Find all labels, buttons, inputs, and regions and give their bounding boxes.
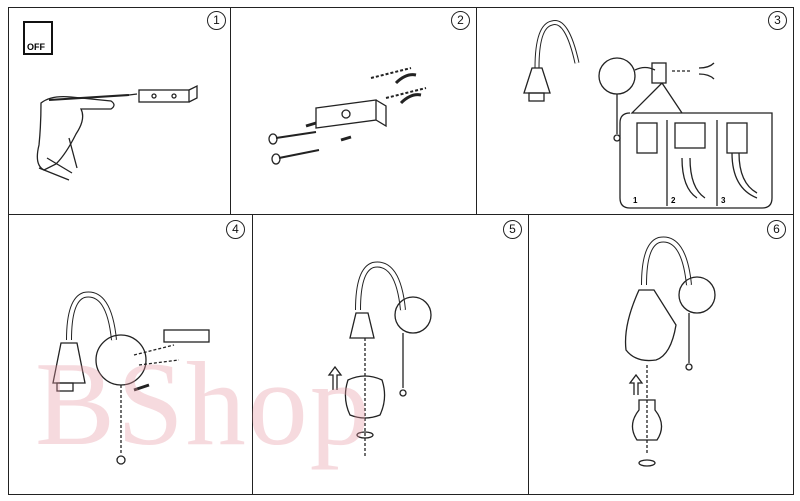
step-6-panel: 6 [528, 214, 794, 495]
step-number: 4 [226, 220, 245, 239]
step-number: 3 [768, 11, 787, 30]
step-4-panel: 4 [8, 214, 253, 495]
inset-label: 3 [721, 196, 726, 205]
step-number: 6 [767, 220, 786, 239]
step-number: 5 [503, 220, 522, 239]
step-5-panel: 5 [252, 214, 529, 495]
step-number: 1 [207, 11, 226, 30]
step-number: 2 [451, 11, 470, 30]
lamp-shade-illustration [327, 261, 432, 458]
wiring-illustration [523, 20, 773, 209]
inset-label: 2 [671, 196, 676, 205]
step-3-panel: 3 1 2 3 [476, 7, 794, 215]
inset-label: 1 [633, 196, 638, 205]
mounting-lamp-illustration [52, 291, 210, 465]
off-label: OFF [27, 42, 45, 52]
step-2-panel: 2 [230, 7, 477, 215]
power-switch-off-icon: OFF [23, 21, 53, 55]
bracket-screws-illustration [268, 67, 427, 165]
step-1-panel: 1 OFF [8, 7, 231, 215]
bulb-install-illustration [624, 236, 716, 467]
hand-marking-bracket-illustration [36, 84, 198, 181]
